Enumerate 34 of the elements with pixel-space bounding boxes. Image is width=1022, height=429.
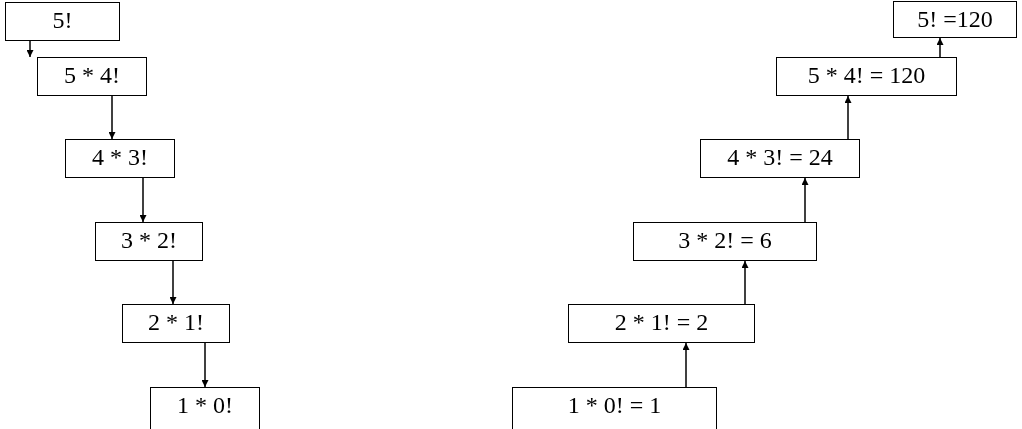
process-box [150, 387, 260, 429]
arrow [201, 342, 209, 388]
arrow [682, 342, 690, 388]
arrow [26, 40, 34, 58]
box-text: 4 * 3! = 24 [727, 144, 833, 171]
process-box [568, 304, 755, 343]
process-box [122, 304, 230, 343]
arrow [844, 95, 852, 140]
box-text: 1 * 0! = 1 [567, 392, 662, 419]
box-text: 1 * 0! [177, 392, 233, 419]
arrow [139, 177, 147, 223]
process-box [65, 139, 175, 178]
process-box [512, 387, 717, 429]
process-box [37, 57, 147, 96]
box-text: 3 * 2! = 6 [678, 227, 772, 254]
box-text: 5! =120 [917, 6, 993, 33]
box-text: 4 * 3! [92, 144, 148, 171]
box-text: 3 * 2! [121, 227, 177, 254]
box-text: 5 * 4! = 120 [807, 62, 926, 89]
process-box [893, 1, 1017, 38]
process-box [5, 2, 120, 41]
arrow [169, 260, 177, 305]
arrow [936, 37, 944, 58]
arrow [801, 177, 809, 223]
box-text: 2 * 1! [148, 309, 204, 336]
box-text: 5 * 4! [64, 62, 120, 89]
process-box [700, 139, 860, 178]
box-text: 2 * 1! = 2 [614, 309, 709, 336]
process-box [633, 222, 817, 261]
process-box [776, 57, 957, 96]
arrow [741, 260, 749, 305]
arrow [108, 95, 116, 140]
box-text: 5! [52, 7, 73, 34]
process-box [95, 222, 203, 261]
